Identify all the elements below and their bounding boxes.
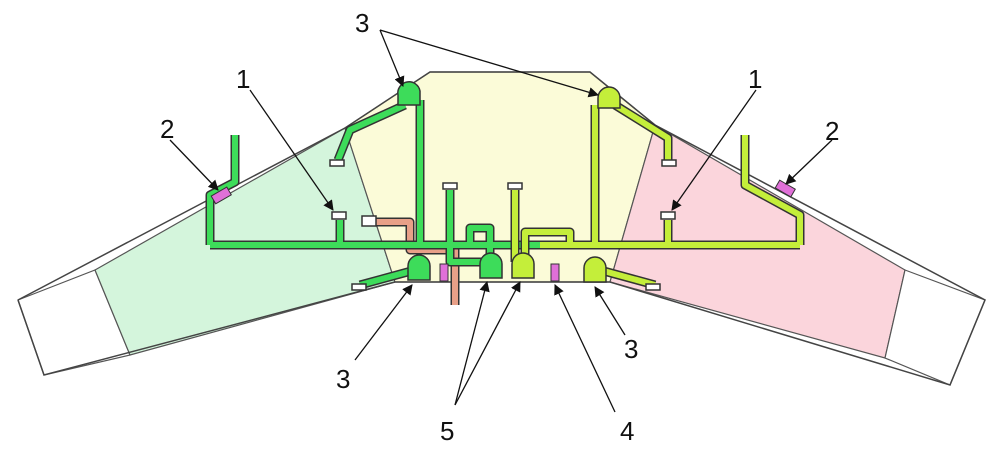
label-2-right: 2	[825, 116, 839, 146]
label-1-right: 1	[748, 64, 762, 94]
label-3-bottom-right: 3	[624, 334, 638, 364]
label-4: 4	[620, 416, 634, 446]
pump-top-left	[397, 81, 421, 106]
valve-center-left	[439, 263, 449, 282]
label-3-top: 3	[355, 8, 369, 38]
pump-bottom-left	[407, 254, 431, 281]
label-5: 5	[440, 416, 454, 446]
inlet-caps	[329, 159, 677, 291]
label-3-bottom-left: 3	[336, 364, 350, 394]
pump-top-right	[597, 86, 621, 109]
valve-center-right	[550, 263, 560, 282]
pump-bottom-right	[583, 256, 607, 283]
pump-center-right	[511, 252, 535, 279]
left-pipe	[207, 100, 540, 288]
right-pipe	[512, 102, 803, 288]
valve-left-wing	[210, 186, 232, 205]
leader-arrows	[169, 29, 833, 413]
pump-center-left	[479, 252, 503, 279]
label-2-left: 2	[160, 114, 174, 144]
label-1-left: 1	[236, 64, 250, 94]
center-pipe	[370, 219, 458, 305]
